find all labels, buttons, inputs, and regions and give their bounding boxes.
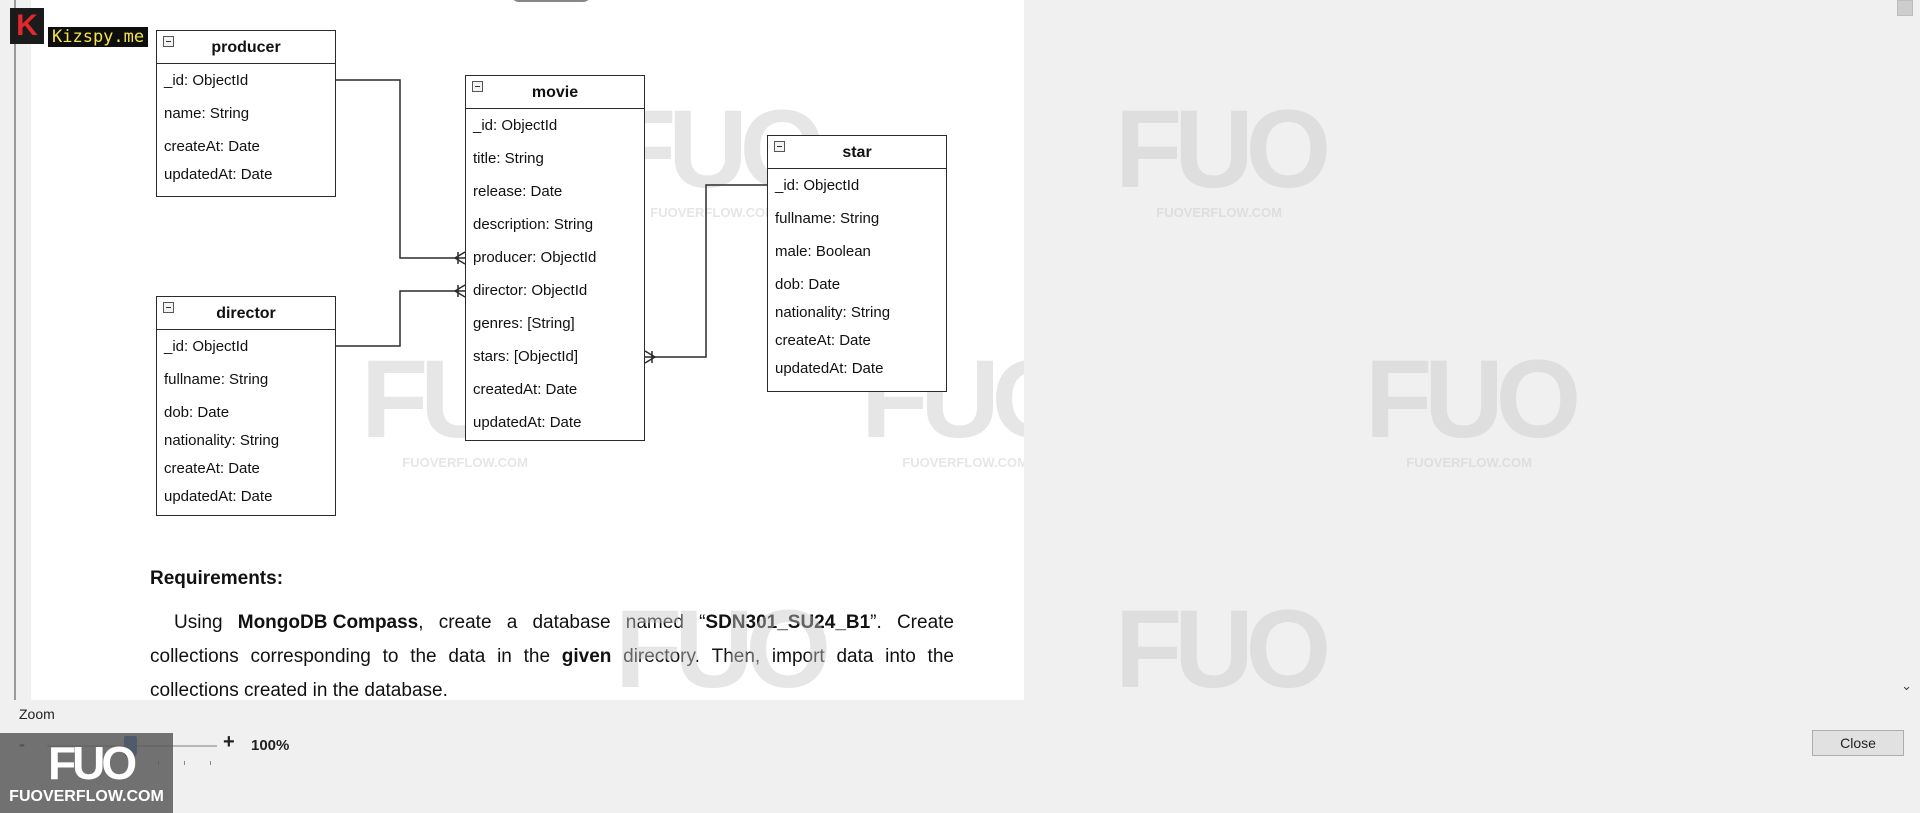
req-word: directory.: [623, 646, 700, 667]
watermark: FUO FUOVERFLOW.COM: [1365, 338, 1581, 471]
slider-tick: [210, 761, 211, 765]
entity-movie: movie _id: ObjectId title: String releas…: [465, 75, 645, 441]
entity-field: genres: [String]: [473, 315, 575, 332]
req-word: the: [927, 646, 954, 667]
req-emphasis: SDN301_SU24_B1: [705, 612, 871, 633]
entity-title: director: [216, 305, 276, 322]
req-word: import: [771, 646, 825, 667]
entity-title: star: [842, 144, 872, 161]
req-word: corresponding: [250, 646, 371, 667]
requirements-paragraph-line: collections corresponding to the data in…: [150, 646, 954, 668]
entity-field: fullname: String: [164, 371, 269, 388]
vertical-scrollbar[interactable]: ⌄: [1892, 0, 1920, 700]
slider-tick: [184, 761, 185, 765]
req-word: Using: [174, 612, 223, 633]
entity-field: dob: Date: [164, 404, 230, 421]
req-word: create: [438, 612, 492, 633]
entity-field: director: ObjectId: [473, 282, 588, 299]
entity-field: nationality: String: [775, 304, 891, 321]
brand-text: Kizspy.me: [48, 27, 149, 47]
entity-field: _id: ObjectId: [473, 117, 558, 134]
req-word: database: [532, 612, 611, 633]
requirements-paragraph-line: collections created in the database.: [150, 680, 448, 700]
entity-director: director _id: ObjectId fullname: String …: [156, 296, 336, 516]
entity-field: updatedAt: Date: [164, 166, 273, 183]
fuoverflow-badge: FUO FUOVERFLOW.COM: [0, 733, 173, 813]
entity-field: createdAt: Date: [473, 381, 578, 398]
req-word: “SDN301_SU24_B1”.: [699, 612, 882, 634]
entity-field: updatedAt: Date: [473, 414, 582, 431]
entity-star: star _id: ObjectId fullname: String male…: [767, 135, 947, 392]
collapse-icon[interactable]: [163, 36, 174, 47]
collapse-icon[interactable]: [163, 302, 174, 313]
entity-field: title: String: [473, 150, 544, 167]
close-button[interactable]: Close: [1812, 730, 1904, 756]
bottom-toolbar: [0, 700, 1920, 813]
req-word: to: [382, 646, 399, 667]
badge-site-text: FUOVERFLOW.COM: [9, 788, 164, 805]
entity-field: createAt: Date: [775, 332, 871, 349]
entity-field: release: Date: [473, 183, 563, 200]
entity-field: stars: [ObjectId]: [473, 348, 579, 365]
entity-field: createAt: Date: [164, 138, 260, 155]
req-word: ,: [418, 612, 424, 633]
collapse-icon[interactable]: [472, 81, 483, 92]
watermark: FUO FUOVERFLOW.COM: [1115, 88, 1331, 221]
req-emphasis: MongoDB Compass: [237, 612, 419, 633]
page-top-clipped-text: [511, 0, 591, 2]
badge-logo-text: FUO: [48, 737, 137, 789]
document-viewer[interactable]: FUO FUOVERFLOW.COM FUO FUOVERFLOW.COM FU…: [0, 0, 1920, 720]
entity-producer: producer _id: ObjectId name: String crea…: [156, 30, 336, 197]
collapse-icon[interactable]: [774, 141, 785, 152]
req-emphasis: given: [561, 646, 612, 667]
relationship-lines: [335, 79, 767, 364]
req-word: in: [497, 646, 512, 667]
req-word: collections: [150, 646, 239, 667]
entity-field: _id: ObjectId: [164, 72, 249, 89]
req-word: data: [448, 646, 486, 667]
entity-title: movie: [531, 84, 579, 101]
document-page: FUO FUOVERFLOW.COM FUO FUOVERFLOW.COM FU…: [31, 0, 1024, 700]
entity-field: nationality: String: [164, 432, 280, 449]
entity-field: _id: ObjectId: [775, 177, 860, 194]
scroll-down-arrow-icon[interactable]: ⌄: [1901, 678, 1912, 693]
req-word: Then,: [711, 646, 761, 667]
requirements-paragraph-line: Using MongoDB Compass, create a database…: [150, 612, 954, 634]
entity-header: director: [157, 297, 335, 330]
entity-field: male: Boolean: [775, 243, 871, 260]
viewer-left-border: [14, 0, 16, 700]
brand-logo: K: [10, 8, 44, 44]
entity-field: producer: ObjectId: [473, 249, 597, 266]
req-word: the: [410, 646, 437, 667]
req-word: ”.: [870, 612, 882, 633]
k-logo-icon: K: [16, 9, 38, 42]
req-word: a: [506, 612, 518, 633]
zoom-label: Zoom: [19, 706, 55, 722]
entity-field: createAt: Date: [164, 460, 260, 477]
req-word: data: [836, 646, 874, 667]
entity-title: producer: [211, 39, 281, 56]
entity-field: dob: Date: [775, 276, 841, 293]
entity-field: _id: ObjectId: [164, 338, 249, 355]
req-word: “: [699, 612, 706, 633]
zoom-value: 100%: [251, 737, 290, 754]
scrollbar-thumb[interactable]: [1897, 0, 1913, 16]
entity-field: fullname: String: [775, 210, 880, 227]
entity-field: updatedAt: Date: [164, 488, 273, 505]
requirements-heading: Requirements:: [150, 568, 284, 589]
req-word: Create: [896, 612, 954, 633]
zoom-in-button[interactable]: +: [223, 731, 235, 753]
entity-header: movie: [466, 76, 644, 109]
entity-field: description: String: [473, 216, 594, 233]
entity-field: name: String: [164, 105, 250, 122]
req-word: into: [885, 646, 916, 667]
req-word: MongoDB Compass,: [238, 612, 424, 634]
entity-header: star: [768, 136, 946, 169]
req-word: named: [625, 612, 684, 633]
req-word: the: [523, 646, 551, 667]
entity-header: producer: [157, 31, 335, 64]
entity-field: updatedAt: Date: [775, 360, 884, 377]
